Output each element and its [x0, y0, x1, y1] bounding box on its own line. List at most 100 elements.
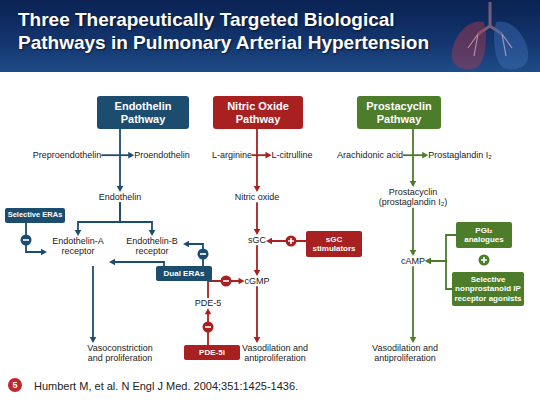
- pathway-term: Proendothelin: [134, 150, 190, 160]
- node-text: cAMP: [401, 256, 425, 266]
- arrow-head: [410, 337, 417, 343]
- connector-line: [119, 129, 121, 187]
- minus-mark: [223, 280, 229, 282]
- connector-line: [101, 154, 129, 156]
- pathway-term: cGMP: [244, 276, 269, 286]
- connector-line: [256, 286, 258, 338]
- connector-group: [26, 129, 456, 345]
- arrow-head: [254, 229, 261, 235]
- pathway-term: L-citrulline: [271, 150, 312, 160]
- node-text: cGMP: [244, 276, 269, 286]
- drug-class-box: PDE-5i: [184, 345, 240, 360]
- flow-connector: [101, 152, 134, 159]
- arrow-head: [410, 250, 417, 256]
- pathway-term: PDE-5: [195, 298, 222, 308]
- connector-line: [78, 202, 120, 231]
- inhibit-symbol: [203, 322, 214, 333]
- drug-class-box: sGC stimulators: [306, 231, 362, 257]
- connector-line: [430, 261, 452, 289]
- node-text: Selective nonprostanoid IP receptor agon…: [454, 275, 522, 303]
- arrow-head: [254, 270, 261, 276]
- connector-line: [412, 266, 414, 338]
- flow-connector: [254, 129, 261, 192]
- flow-connector: [425, 258, 452, 289]
- node-text: Prostacyclin (prostaglandin I₂): [370, 187, 456, 208]
- pathway-term: Nitric oxide: [235, 192, 280, 202]
- node-text: Vasodilation and antiproliferation: [366, 343, 444, 364]
- connector-line: [430, 235, 456, 261]
- header-band: Three Therapeutically Targeted Biologica…: [0, 0, 540, 72]
- pathway-term: Endothelin-B receptor: [121, 236, 183, 257]
- arrow-head: [41, 249, 47, 256]
- node-text: Nitric Oxide Pathway: [217, 100, 299, 125]
- arrow-head: [117, 186, 124, 192]
- pathway-term: Preproendothelin: [33, 150, 102, 160]
- node-text: Dual ERAs: [164, 269, 205, 278]
- flow-connector: [120, 202, 155, 236]
- arrow-head: [75, 230, 82, 236]
- connector-line: [92, 266, 94, 338]
- node-text: L-arginine: [212, 150, 252, 160]
- inhibit-symbol: [198, 249, 209, 260]
- left-lung: [452, 21, 486, 69]
- flow-connector: [208, 278, 244, 298]
- node-text: Prostacyclin Pathway: [361, 100, 437, 125]
- pathway-header-box: Nitric Oxide Pathway: [213, 96, 303, 129]
- node-text: Arachidonic acid: [337, 150, 403, 160]
- flow-connector: [254, 245, 261, 276]
- connector-line: [256, 129, 258, 187]
- drug-class-box: PGI₂ analogues: [456, 222, 512, 248]
- node-text: sGC stimulators: [308, 235, 360, 253]
- arrow-head: [422, 152, 428, 159]
- pathway-term: Endothelin: [99, 192, 142, 202]
- arrow-head: [254, 337, 261, 343]
- drug-class-box: Selective nonprostanoid IP receptor agon…: [452, 272, 524, 306]
- node-text: PDE-5: [195, 298, 222, 308]
- node-text: L-citrulline: [271, 150, 312, 160]
- flow-connector: [254, 286, 261, 343]
- minus-mark: [200, 253, 206, 255]
- node-text: Endothelin Pathway: [101, 100, 185, 125]
- connector-line: [252, 154, 266, 156]
- flow-connector: [90, 266, 97, 343]
- pathway-term: Vasodilation and antiproliferation: [236, 343, 314, 364]
- right-lung: [494, 21, 528, 69]
- callout-number: 5: [8, 378, 22, 392]
- inhibit-symbol: [21, 235, 32, 246]
- arrow-head: [90, 337, 97, 343]
- stimulate-circle: [479, 255, 490, 266]
- node-text: Vasodilation and antiproliferation: [236, 343, 314, 364]
- inhibit-symbol: [221, 276, 232, 287]
- inhibit-circle: [21, 235, 32, 246]
- plus-mark: [481, 257, 487, 263]
- arrow-head: [425, 258, 431, 265]
- stimulate-circle: [286, 236, 297, 247]
- pathway-header-box: Endothelin Pathway: [97, 96, 189, 129]
- stimulate-symbol: [286, 236, 297, 247]
- pathway-term: Prostacyclin (prostaglandin I₂): [370, 187, 456, 208]
- node-text: Proendothelin: [134, 150, 190, 160]
- arrow-head: [183, 241, 189, 248]
- node-text: PGI₂ analogues: [458, 226, 510, 244]
- drug-class-box: Selective ERAs: [5, 208, 65, 223]
- minus-mark: [23, 239, 29, 241]
- pathway-term: cAMP: [401, 256, 425, 266]
- flow-connector: [410, 266, 417, 343]
- flow-connector: [109, 259, 164, 266]
- pathway-term: Prostaglandin I₂: [428, 150, 492, 160]
- node-text: Prostaglandin I₂: [428, 150, 492, 160]
- bronchi: [468, 34, 512, 56]
- plus-mark: [288, 238, 294, 244]
- lung-illustration: [440, 0, 540, 72]
- arrow-head: [109, 259, 115, 266]
- inhibit-circle: [221, 276, 232, 287]
- connector-line: [403, 154, 423, 156]
- arrow-head: [410, 181, 417, 187]
- pathway-header-box: Prostacyclin Pathway: [357, 96, 441, 129]
- pathway-term: L-arginine: [212, 150, 252, 160]
- flow-connector: [117, 129, 124, 192]
- arrow-head: [149, 230, 156, 236]
- flow-connector: [425, 235, 456, 264]
- pathway-term: Vasodilation and antiproliferation: [366, 343, 444, 364]
